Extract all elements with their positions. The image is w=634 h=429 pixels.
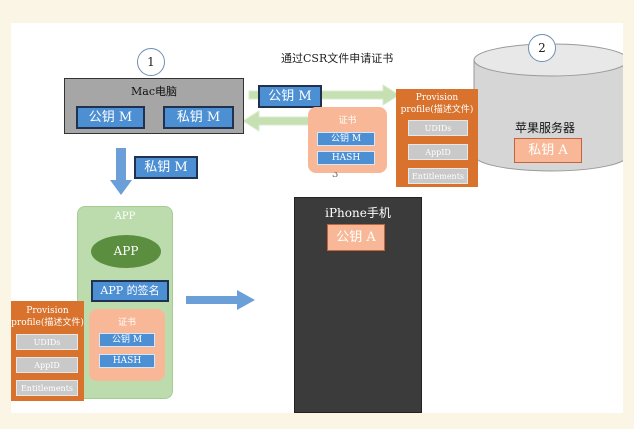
certificate-server-public-key: 公钥 M	[317, 132, 375, 146]
provision-server-entitlements: Entitlements	[408, 168, 468, 184]
server-private-key: 私钥 A	[514, 138, 582, 163]
arrow-certificate-to-mac	[242, 110, 312, 132]
diagram-canvas: 1 2 通过CSR文件申请证书 Mac电脑 公钥 M 私钥 M 公钥 M 苹果服…	[11, 23, 623, 413]
certificate-app-hash: HASH	[99, 354, 155, 368]
step-2-marker: 2	[528, 34, 556, 62]
certificate-server-hash: HASH	[317, 151, 375, 165]
provision-app-appid: AppID	[16, 357, 78, 373]
iphone-public-key: 公钥 A	[327, 224, 385, 251]
mac-private-key: 私钥 M	[163, 106, 234, 129]
server-label: 苹果服务器	[515, 121, 576, 135]
certificate-app-public-key: 公钥 M	[99, 333, 155, 347]
mac-label: Mac电脑	[131, 85, 177, 98]
certificate-server-label: 证书	[338, 116, 357, 126]
mac-public-key: 公钥 M	[76, 106, 145, 129]
certificate-app-label: 证书	[117, 318, 136, 328]
arrow-app-to-iphone	[186, 290, 255, 310]
arrow-mac-to-app	[110, 148, 132, 195]
flow-private-key: 私钥 M	[134, 156, 198, 179]
provision-app-title: Provision profile(描述文件)	[11, 306, 84, 328]
step-1-marker: 1	[137, 48, 165, 76]
step-3-marker: 3	[332, 172, 339, 180]
app-badge: APP	[91, 235, 161, 268]
app-bundle-label: APP	[114, 211, 136, 222]
provision-app-udids: UDIDs	[16, 334, 78, 350]
flow-public-key: 公钥 M	[258, 85, 322, 108]
app-signature: APP 的签名	[91, 280, 169, 302]
provision-server-udids: UDIDs	[408, 120, 468, 136]
iphone-label: iPhone手机	[325, 206, 391, 220]
diagram-title: 通过CSR文件申请证书	[281, 52, 394, 65]
provision-server-title: Provision profile(描述文件)	[400, 93, 474, 115]
provision-server-appid: AppID	[408, 144, 468, 160]
provision-app-entitlements: Entitlements	[16, 380, 78, 396]
